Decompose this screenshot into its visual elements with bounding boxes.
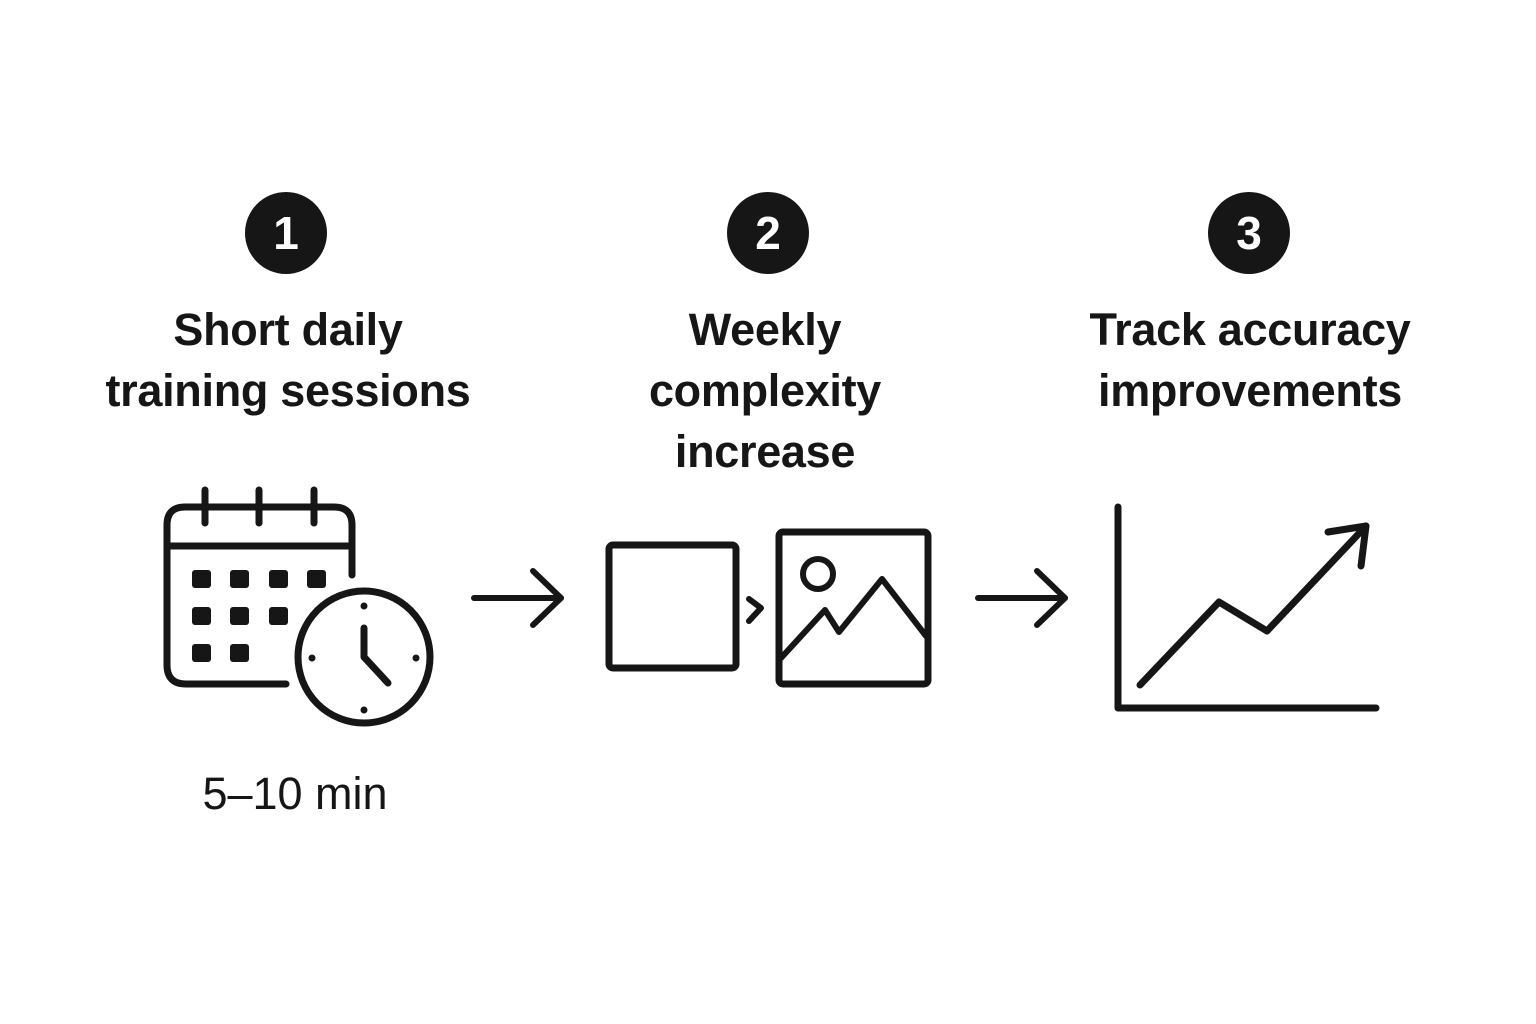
- arrow-right-icon: [471, 568, 564, 628]
- calendar-clock-icon: [163, 486, 434, 727]
- step-1-caption: 5–10 min: [202, 768, 388, 819]
- step-2-title: Weekly complexity increase: [648, 304, 882, 477]
- step-3-number-badge: 3: [1208, 192, 1290, 274]
- step-2-number-badge: 2: [727, 192, 809, 274]
- step-1-number-badge: 1: [245, 192, 327, 274]
- step-1-title: Short daily training sessions: [105, 304, 471, 416]
- arrow-right-icon: [975, 568, 1068, 628]
- trending-up-chart-icon: [1114, 503, 1380, 712]
- square-to-image-icon: [605, 528, 932, 688]
- step-3-title: Track accuracy improvements: [1089, 304, 1411, 416]
